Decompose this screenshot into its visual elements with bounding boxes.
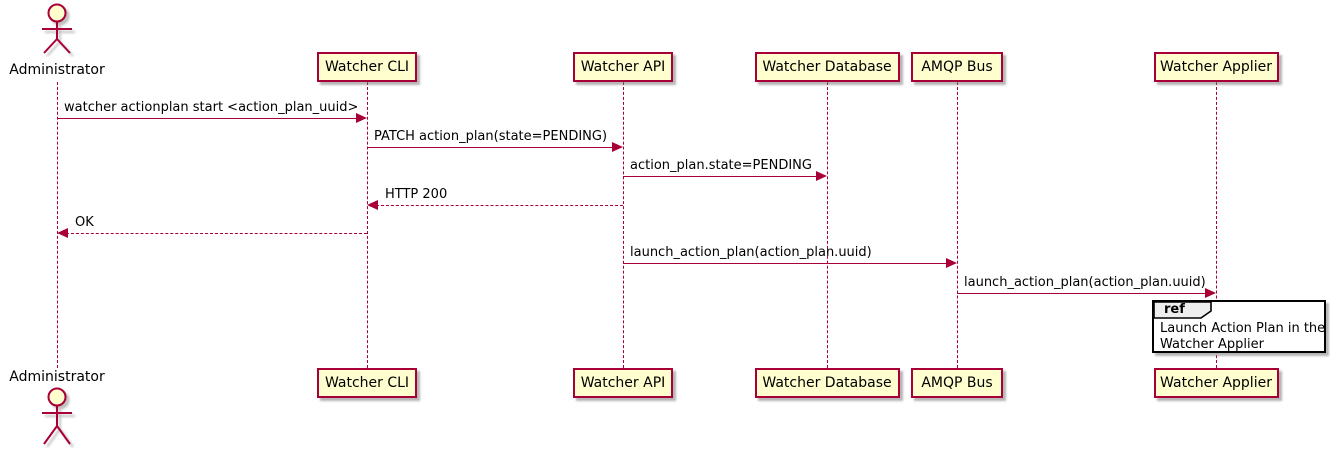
participant-watcher-database-top: Watcher Database — [754, 52, 900, 82]
ref-text: Launch Action Plan in the Watcher Applie… — [1160, 321, 1325, 353]
lifeline-watcher-database — [827, 82, 828, 368]
message-line-1 — [57, 118, 363, 119]
arrowhead-icon — [816, 171, 827, 181]
arrowhead-icon — [367, 200, 378, 210]
participant-watcher-database-bottom: Watcher Database — [754, 368, 900, 398]
lifeline-watcher-api — [623, 82, 624, 368]
actor-label-bottom: Administrator — [9, 369, 105, 385]
ref-tab-shape — [1153, 301, 1212, 319]
actor-figure-top — [42, 3, 72, 54]
ref-fragment-box: ref Launch Action Plan in the Watcher Ap… — [1152, 300, 1326, 353]
participant-watcher-api-bottom: Watcher API — [573, 368, 673, 398]
actor-head — [47, 3, 67, 23]
message-label-7: launch_action_plan(action_plan.uuid) — [964, 275, 1206, 290]
arrowhead-icon — [57, 228, 68, 238]
message-label-1: watcher actionplan start <action_plan_uu… — [64, 100, 359, 115]
participant-amqp-bus-bottom: AMQP Bus — [911, 368, 1003, 398]
lifeline-administrator — [57, 82, 58, 368]
message-label-2: PATCH action_plan(state=PENDING) — [374, 129, 608, 144]
lifeline-watcher-applier — [1216, 82, 1217, 368]
participant-watcher-cli-bottom: Watcher CLI — [317, 368, 417, 398]
participant-watcher-applier-bottom: Watcher Applier — [1153, 368, 1279, 398]
ref-keyword: ref — [1164, 302, 1185, 317]
participant-watcher-api-top: Watcher API — [573, 52, 673, 82]
message-line-4 — [371, 205, 623, 206]
participant-watcher-applier-top: Watcher Applier — [1153, 52, 1279, 82]
message-line-6 — [623, 263, 953, 264]
arrowhead-icon — [946, 258, 957, 268]
message-label-4: HTTP 200 — [385, 187, 448, 202]
participant-amqp-bus-top: AMQP Bus — [911, 52, 1003, 82]
participant-watcher-cli-top: Watcher CLI — [317, 52, 417, 82]
message-label-3: action_plan.state=PENDING — [630, 158, 812, 173]
message-line-5 — [61, 233, 367, 234]
ref-text-line1: Launch Action Plan in the — [1160, 321, 1326, 336]
message-line-2 — [367, 147, 619, 148]
actor-figure-bottom — [42, 387, 72, 445]
actor-head — [47, 387, 67, 407]
lifeline-watcher-cli — [367, 82, 368, 368]
arrowhead-icon — [612, 142, 623, 152]
actor-label-top: Administrator — [9, 62, 105, 78]
message-line-7 — [957, 293, 1212, 294]
ref-text-line2: Watcher Applier — [1160, 337, 1264, 352]
lifeline-amqp-bus — [957, 82, 958, 368]
arrowhead-icon — [356, 113, 367, 123]
message-label-6: launch_action_plan(action_plan.uuid) — [630, 245, 872, 260]
arrowhead-icon — [1205, 288, 1216, 298]
message-label-5: OK — [75, 215, 94, 230]
message-line-3 — [623, 176, 823, 177]
